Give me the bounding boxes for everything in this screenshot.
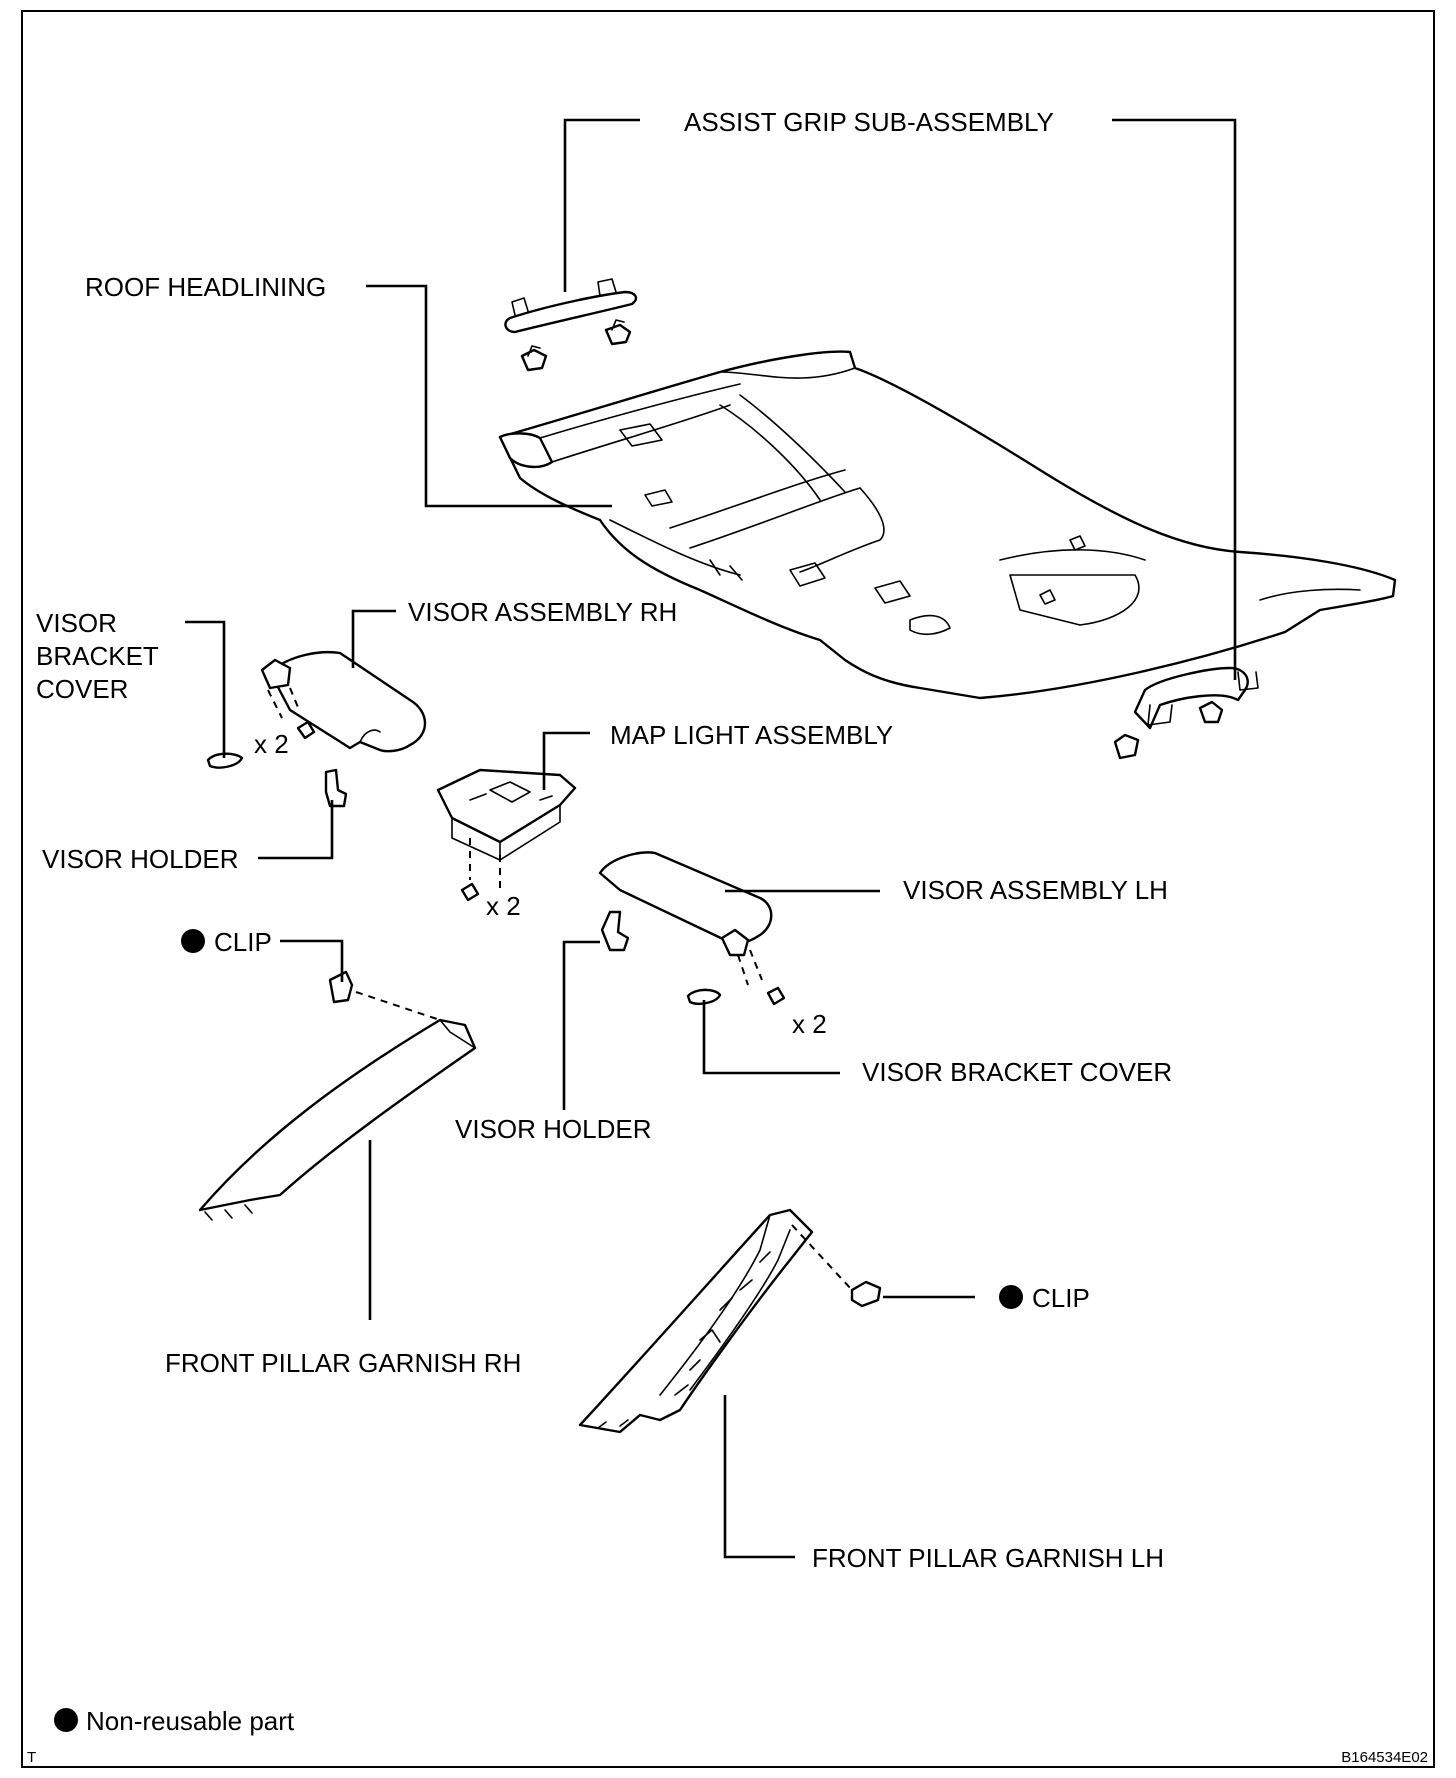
label-visor-bracket-cover-rh-line3: COVER bbox=[36, 674, 128, 704]
legend-non-reusable-marker bbox=[54, 1708, 78, 1732]
map-light-illustration bbox=[436, 768, 577, 902]
label-clip-lh: CLIP bbox=[1032, 1283, 1090, 1313]
label-visor-assembly-lh: VISOR ASSEMBLY LH bbox=[903, 875, 1168, 905]
legend-non-reusable-text: Non-reusable part bbox=[86, 1706, 295, 1736]
label-map-light: MAP LIGHT ASSEMBLY bbox=[610, 720, 893, 750]
non-reusable-marker-clip-rh bbox=[181, 929, 205, 953]
label-front-pillar-rh: FRONT PILLAR GARNISH RH bbox=[165, 1348, 521, 1378]
visor-rh-illustration bbox=[206, 651, 427, 808]
label-assist-grip: ASSIST GRIP SUB-ASSEMBLY bbox=[684, 107, 1054, 137]
label-visor-assembly-rh: VISOR ASSEMBLY RH bbox=[408, 597, 677, 627]
label-clip-rh: CLIP bbox=[214, 927, 272, 957]
corner-mark: T bbox=[27, 1749, 36, 1766]
label-roof-headlining: ROOF HEADLINING bbox=[85, 272, 326, 302]
front-pillar-rh-illustration bbox=[198, 970, 477, 1221]
label-front-pillar-lh: FRONT PILLAR GARNISH LH bbox=[812, 1543, 1164, 1573]
label-visor-bracket-cover-rh-line1: VISOR bbox=[36, 608, 117, 638]
diagram-frame bbox=[21, 10, 1435, 1768]
front-pillar-lh-illustration bbox=[578, 1208, 882, 1434]
qty-visor-lh-screws: x 2 bbox=[792, 1009, 827, 1039]
qty-map-light-screws: x 2 bbox=[486, 891, 521, 921]
leader-lines bbox=[185, 118, 1237, 1559]
roof-headlining-illustration bbox=[498, 350, 1397, 700]
assist-grip-right-illustration bbox=[1113, 666, 1259, 760]
qty-visor-rh-screws: x 2 bbox=[254, 729, 289, 759]
visor-lh-illustration bbox=[598, 851, 786, 1006]
label-visor-holder-lh: VISOR HOLDER bbox=[455, 1114, 652, 1144]
figure-code: B164534E02 bbox=[1341, 1749, 1428, 1766]
label-visor-bracket-cover-lh: VISOR BRACKET COVER bbox=[862, 1057, 1172, 1087]
assist-grip-top-illustration bbox=[504, 278, 638, 372]
label-visor-bracket-cover-rh-line2: BRACKET bbox=[36, 641, 159, 671]
non-reusable-marker-clip-lh bbox=[999, 1285, 1023, 1309]
label-visor-holder-rh: VISOR HOLDER bbox=[42, 844, 239, 874]
